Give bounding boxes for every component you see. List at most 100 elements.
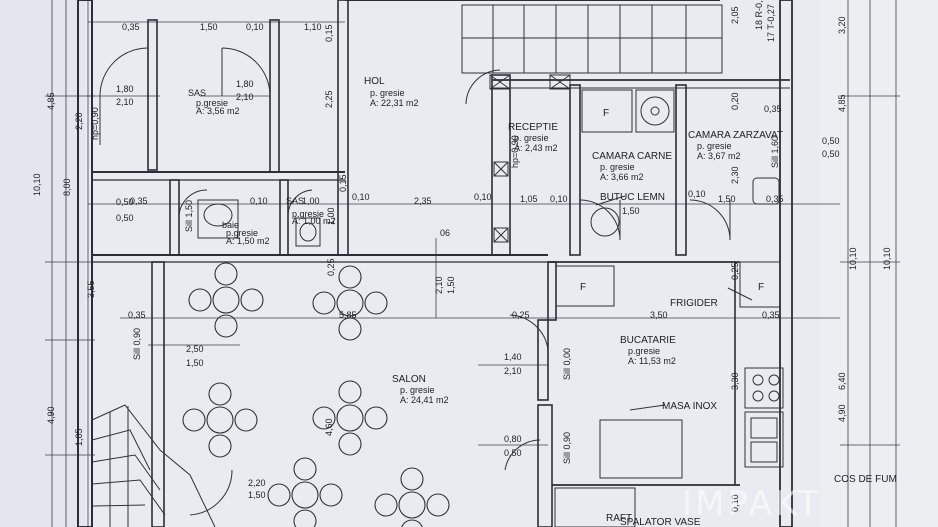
dim-label-vertical: 2,30 <box>730 166 740 184</box>
dim-label: 0,10 <box>688 189 706 199</box>
dim-label: 0,10 <box>474 192 492 202</box>
doors <box>99 47 731 516</box>
dim-label-vertical: 3,55 <box>86 280 96 298</box>
dining-chair <box>293 457 317 481</box>
dining-chair <box>240 288 264 312</box>
dim-label-vertical: 2,25 <box>324 90 334 108</box>
dining-chair <box>208 382 232 406</box>
dim-label: 1,50 <box>186 358 204 368</box>
dining-chair <box>426 493 450 517</box>
dim-label: 2,10 <box>236 92 254 102</box>
dining-chair <box>319 483 343 507</box>
label-f-frigider: F <box>758 282 764 293</box>
dim-label: 2,20 <box>248 478 266 488</box>
dim-label: 1,05 <box>520 194 538 204</box>
dim-label: 0,50 <box>116 213 134 223</box>
dining-chair <box>312 291 336 315</box>
dining-chair <box>312 406 336 430</box>
dim-label: 0,10 <box>550 194 568 204</box>
dimension-labels: 0,35 1,50 0,10 1,10 1,80 2,10 1,80 2,10 … <box>32 0 892 512</box>
dining-chair <box>182 408 206 432</box>
dim-label-vertical: 4,85 <box>837 94 847 112</box>
dim-label-vertical: Sill 1,50 <box>184 200 194 232</box>
dining-table <box>212 286 240 314</box>
dining-chair <box>338 432 362 456</box>
dim-label-vertical: Sill 0,00 <box>562 348 572 380</box>
dim-label: 1,50 <box>718 194 736 204</box>
dim-label: 0,35 <box>764 104 782 114</box>
room-hol-floor: p. gresie <box>370 88 405 98</box>
room-receptie-floor: p. gresie <box>514 133 549 143</box>
dim-label: 0,50 <box>504 448 522 458</box>
dim-label-vertical: 10,10 <box>32 173 42 196</box>
dim-label-vertical: 0,10 <box>730 494 740 512</box>
dining-chair <box>364 291 388 315</box>
dim-label: 3,50 <box>650 310 668 320</box>
room-sas1-name: SAS <box>188 88 206 98</box>
dining-table <box>336 289 364 317</box>
equipment-labels: BUTUC LEMN FRIGIDER MASA INOX COS DE FUM… <box>580 108 897 527</box>
dim-label: 2,50 <box>186 344 204 354</box>
dim-label-vertical: 3,30 <box>730 372 740 390</box>
dim-label-vertical: 10,10 <box>882 247 892 270</box>
room-salon-floor: p. gresie <box>400 385 435 395</box>
dim-label-vertical: Sill 1,60 <box>770 136 780 168</box>
dim-label: 0,25 <box>512 310 530 320</box>
room-hol-area: A: 22,31 m2 <box>370 98 419 108</box>
dim-label: 0,35 <box>130 196 148 206</box>
dim-label: 1,80 <box>116 84 134 94</box>
dim-label-vertical: 0,15 <box>324 24 334 42</box>
label-spalator-vase: SPALATOR VASE <box>620 517 701 527</box>
dim-label-vertical: 2,05 <box>730 6 740 24</box>
dim-label: 5,85 <box>339 310 357 320</box>
dim-label: 0,35 <box>128 310 146 320</box>
room-camara-zarzavat-floor: p. gresie <box>697 141 732 151</box>
room-camara-carne-name: CAMARA CARNE <box>592 151 672 162</box>
dining-chair <box>338 380 362 404</box>
dim-label-vertical: Sill 0,90 <box>562 432 572 464</box>
dining-chair <box>208 434 232 458</box>
staircase-top <box>461 4 723 74</box>
dim-label-vertical: 1,50 <box>446 276 456 294</box>
dim-label-vertical: 4,60 <box>324 418 334 436</box>
room-baie-floor: p.gresie <box>226 228 258 238</box>
room-labels: HOL p. gresie A: 22,31 m2 SAS p.gresie A… <box>188 76 783 405</box>
room-sas2-name: SAS <box>286 196 304 206</box>
dim-label-vertical: 0,25 <box>730 262 740 280</box>
dining-chair <box>293 509 317 527</box>
dining-chair <box>214 314 238 338</box>
room-sas2-floor: p.gresie <box>292 209 324 219</box>
dim-label-vertical: 0,15 <box>338 174 348 192</box>
dim-label-vertical: 1,00 <box>326 207 336 225</box>
stair-note: 17 T-0,27 <box>766 4 776 42</box>
stair-note: 18 R-0,16 <box>754 0 764 30</box>
label-cos-de-fum: COS DE FUM <box>834 474 897 485</box>
room-bucatarie-area: A: 11,53 m2 <box>628 356 676 366</box>
paper-fold-shadow <box>0 0 85 527</box>
dim-label-vertical: 4,90 <box>46 406 56 424</box>
dim-label: 2,10 <box>116 97 134 107</box>
label-frigider: FRIGIDER <box>670 298 718 309</box>
watermark: IMPAKT <box>682 484 821 524</box>
room-salon-area: A: 24,41 m2 <box>400 395 449 405</box>
dim-label-vertical: 2,10 <box>434 276 444 294</box>
dim-label: 0,35 <box>762 310 780 320</box>
room-hol-name: HOL <box>364 76 385 87</box>
dining-table <box>336 404 364 432</box>
dim-label: 06 <box>440 228 450 238</box>
dim-label: 2,10 <box>504 366 522 376</box>
dining-chair <box>267 483 291 507</box>
kitchen-equipment <box>554 89 781 527</box>
walls <box>77 0 793 527</box>
dining-chair <box>364 406 388 430</box>
room-sas1-area: A: 3,56 m2 <box>196 106 240 116</box>
dim-label: 1,50 <box>622 206 640 216</box>
dim-label: 0,10 <box>352 192 370 202</box>
dining-chair <box>374 493 398 517</box>
dim-label: 1,40 <box>504 352 522 362</box>
dim-label-vertical: 3,20 <box>837 16 847 34</box>
dim-label: 1,50 <box>248 490 266 500</box>
dining-chair <box>338 265 362 289</box>
